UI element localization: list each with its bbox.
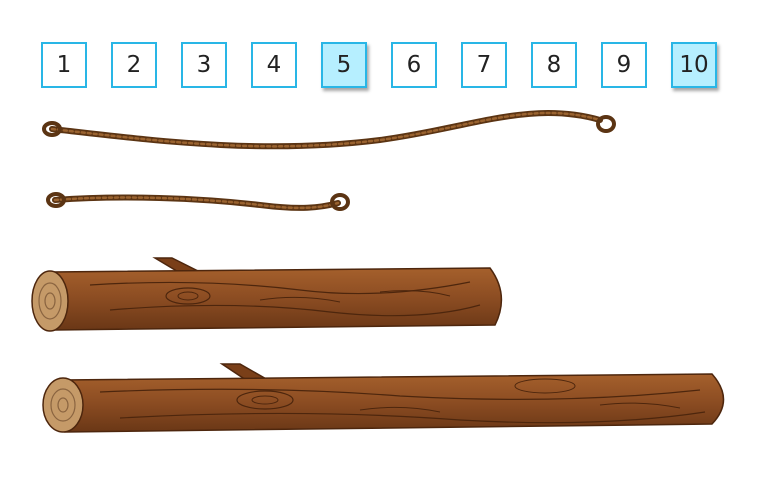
short-log <box>31 257 503 332</box>
ruler-cell-2[interactable]: 2 <box>111 42 157 88</box>
short-rope <box>46 192 350 211</box>
ruler-cell-1[interactable]: 1 <box>41 42 87 88</box>
ruler-cell-6[interactable]: 6 <box>391 42 437 88</box>
ruler-cell-4[interactable]: 4 <box>251 42 297 88</box>
ruler-cell-8[interactable]: 8 <box>531 42 577 88</box>
long-log <box>42 363 725 433</box>
number-ruler: 1 2 3 4 5 6 7 8 9 10 <box>41 42 721 92</box>
ruler-cell-7[interactable]: 7 <box>461 42 507 88</box>
ruler-cell-5[interactable]: 5 <box>321 42 367 88</box>
ruler-cell-9[interactable]: 9 <box>601 42 647 88</box>
ruler-cell-10[interactable]: 10 <box>671 42 717 88</box>
ruler-cell-3[interactable]: 3 <box>181 42 227 88</box>
long-rope <box>42 110 616 150</box>
